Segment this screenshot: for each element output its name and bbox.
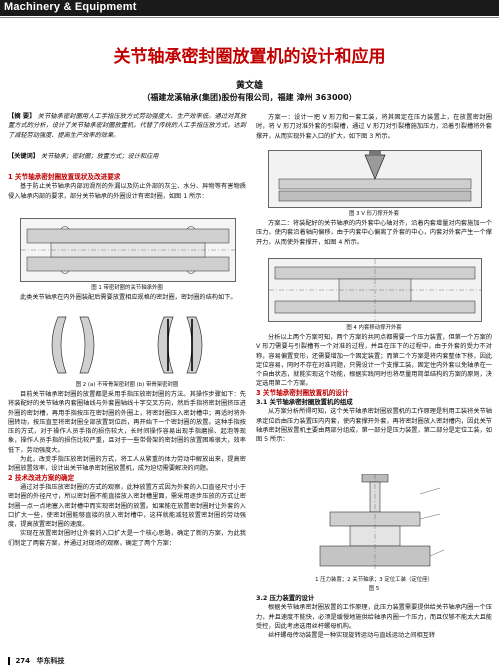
article-author: 黄文雄	[235, 81, 263, 91]
section-1-intro: 1 关节轴承密封圈放置现状及改进要求 基于防止关节轴承内部润滑剂的外漏以及防止外…	[8, 173, 246, 201]
paragraph: 为此，改变手指压放密封圈的方式，将工人从繁重的体力劳动中解放出来，提高密封圈放置…	[8, 456, 246, 473]
figure-2-seal-rings	[51, 316, 203, 374]
footer-bar	[8, 657, 10, 665]
figure-1-caption: 图 1 带密封圈的关节轴承外圈	[91, 285, 163, 291]
article-title: 关节轴承密封圈放置机的设计和应用	[113, 47, 386, 67]
keywords-label: 【关键词】	[8, 153, 39, 160]
analysis-and-design: 分析以上两个方案可知，两个方案的共同点都需要一个压力装置，但第一个方案的 V 形…	[256, 333, 492, 445]
article-affiliation: （福建龙溪轴承(集团)股份有限公司，福建 漳州 363000）	[142, 93, 357, 102]
paragraph: 基于防止关节轴承内部润滑剂的外漏以及防止外部的灰尘、水分、异物等有害物质侵入轴承…	[8, 183, 246, 200]
paragraph: 分析以上两个方案可知，两个方案的共同点都需要一个压力装置，但第一个方案的 V 形…	[256, 334, 492, 388]
paragraph: 方案二：将装配好的关节轴承的内外套中心轴对齐，沿着内套增量对内套施加一个压力，使…	[256, 220, 492, 246]
scheme-two-text: 方案二：将装配好的关节轴承的内外套中心轴对齐，沿着内套增量对内套施加一个压力，使…	[256, 219, 492, 247]
figure-5-machine-assembly	[319, 474, 445, 570]
scheme-one-text: 方案一：设计一把 V 形刀和一套工装，将其固定在压力装置上，在放置密封圈时，将 …	[256, 113, 492, 141]
figure-4-inner-ring-shift	[268, 258, 482, 322]
keywords-text: 关节轴承；密封圈；放置方式；设计和应用	[40, 153, 159, 160]
header-divider	[0, 17, 499, 18]
figure-3-v-knife	[268, 150, 482, 208]
section-3-heading: 3 关节轴承密封圈放置机的设计	[256, 388, 349, 397]
journal-name: Machinery & Equipmemt	[4, 1, 137, 13]
figure-4-caption: 图 4 内套移动撑开外套	[346, 325, 402, 331]
page-number: 274	[15, 657, 31, 665]
paragraph: 方案一：设计一把 V 形刀和一套工装，将其固定在压力装置上，在放置密封圈时，将 …	[256, 114, 492, 140]
figure-5-label: 图 5	[368, 586, 380, 592]
section-3-2-heading: 3.2 压力装置的设计	[256, 594, 315, 602]
section-1-heading: 1 关节轴承密封圈放置现状及改进要求	[8, 173, 121, 181]
paragraph: 实现在放置密封圈时让外套的入口扩大是一个核心思路，确定了新的方案，为此我们制定了…	[8, 530, 246, 547]
paragraph: 通过对手指压放密封圈的方式的观察，此种放置方式因为外套的入口直径尺寸小于密封圈的…	[8, 483, 246, 529]
paragraph: 从方案分析所得可知，这个关节轴承密封圈放置机的工作原理是利用工装将关节轴承定位后…	[256, 408, 492, 444]
paragraph: 丝杆螺母传动装置是一种实现旋转运动与直线运动之间相互转	[268, 632, 436, 640]
paragraph: 目前关节轴承密封圈的放置都是采用手指压放密封圈的方法。其操作步骤如下：先将装配好…	[8, 391, 246, 454]
section-3-2: 3.2 压力装置的设计 根据关节轴承密封圈放置的工作原理，此压力装置需要提供给关…	[256, 594, 492, 640]
abstract: 【摘 要】 关节轴承密封圈用人工手指压放方式劳动强度大、生产效率低。通过对其放置…	[8, 112, 246, 140]
paragraph: 根据关节轴承密封圈放置的工作原理，此压力装置需要提供给关节轴承内圈一个压力，并且…	[256, 604, 492, 630]
figure-1-bearing-outer-ring	[20, 218, 236, 282]
figure-3-caption: 图 3 V 形刀撑开外套	[349, 211, 399, 217]
figure-5-caption: 1 压力装置；2 关节轴承；3 定位工装（定位座）	[315, 577, 433, 583]
abstract-label: 【摘 要】	[8, 113, 36, 120]
paragraph: 此类关节轴承在内外圈装配后需要放置相应规格的密封圈，密封圈的结构如下。	[20, 294, 237, 301]
section-1-body: 目前关节轴承密封圈的放置都是采用手指压放密封圈的方法。其操作步骤如下：先将装配好…	[8, 390, 246, 548]
abstract-text: 关节轴承密封圈用人工手指压放方式劳动强度大、生产效率低。通过对其放置方式的分析，…	[8, 113, 247, 139]
page-footer: 274 华东科技	[8, 656, 65, 666]
section-2-heading: 2 技术改进方案的确定	[8, 473, 75, 482]
figure-2-caption: 图 2 (a) 不带骨架密封圈 (b) 带骨架密封圈	[75, 382, 179, 388]
section-1-text: 此类关节轴承在内外圈装配后需要放置相应规格的密封圈，密封圈的结构如下。	[8, 293, 246, 302]
journal-header-bar: Machinery & Equipmemt	[0, 0, 499, 16]
footer-journal: 华东科技	[36, 657, 65, 665]
section-3-1-heading: 3.1 关节轴承密封圈放置机的组成	[256, 398, 353, 407]
keywords: 【关键词】 关节轴承；密封圈；放置方式；设计和应用	[8, 152, 246, 161]
